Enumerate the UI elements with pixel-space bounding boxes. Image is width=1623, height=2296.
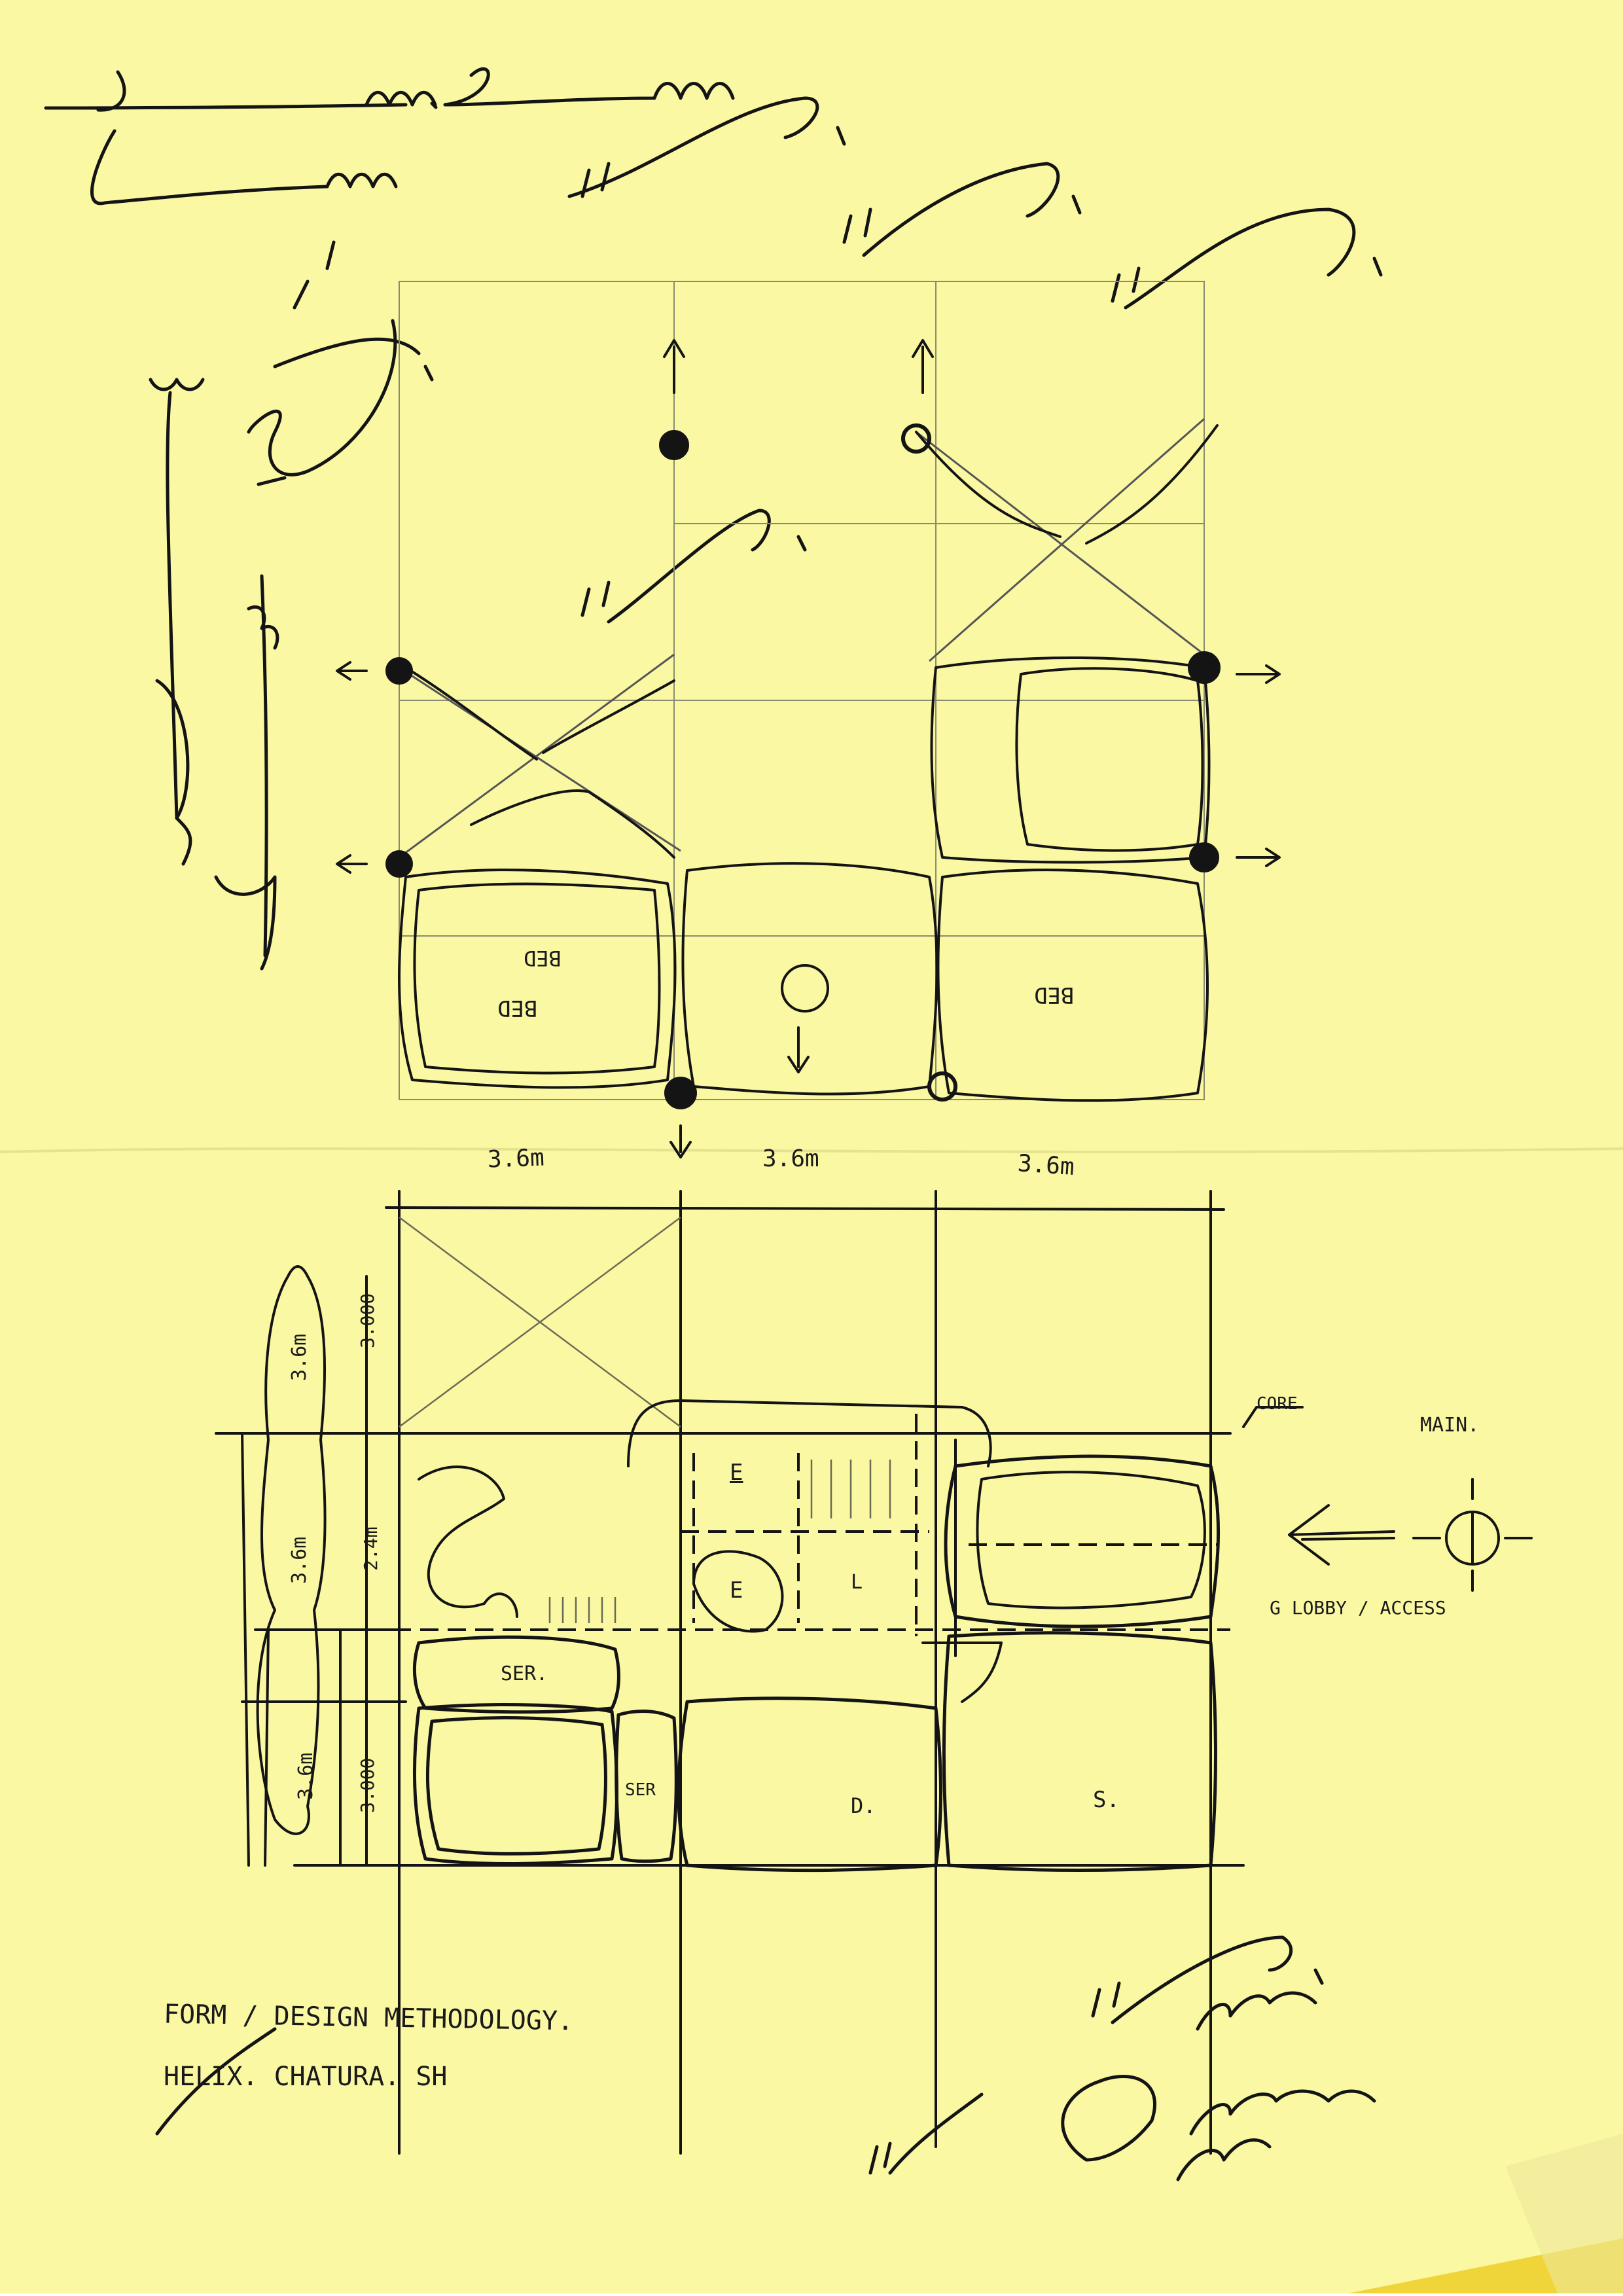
vert-dim-3: 3.6m (294, 1752, 317, 1800)
dim-label-2: 3.6m (762, 1145, 819, 1172)
vert-dim-6: 2.4m (360, 1526, 382, 1571)
room-label-e-mid: E (730, 1577, 743, 1604)
room-label-e-top: E (730, 1460, 743, 1486)
signature-scribbles-bottom (868, 1935, 1376, 2181)
upper-room-label-bed-3: BED (1034, 982, 1075, 1008)
paper-fold (0, 1147, 1623, 1153)
signature-scribbles-top (44, 67, 1383, 971)
upper-room-label-bed-2: BED (497, 995, 538, 1021)
room-label-l: L (851, 1571, 863, 1594)
room-label-ser: SER. (501, 1662, 548, 1685)
vert-dim-4: 3.000 (357, 1293, 378, 1348)
footer-line-2: HELIX. CHATURA. SH (164, 2062, 448, 2092)
room-label-core: CORE (1257, 1394, 1298, 1414)
main-entry-label: MAIN. (1420, 1414, 1480, 1437)
dim-label-3: 3.6m (1016, 1150, 1076, 1181)
vert-dim-1: 3.6m (288, 1333, 311, 1381)
vert-dim-5: 3.000 (357, 1757, 378, 1813)
tape-strip (1505, 2134, 1623, 2293)
room-label-ser-side: SER (625, 1780, 656, 1800)
room-label-s: S. (1093, 1787, 1120, 1813)
lobby-note: G LOBBY / ACCESS (1270, 1597, 1446, 1619)
room-label-d: D. (851, 1793, 876, 1818)
upper-room-label-bed-1: BED (524, 946, 562, 971)
footer-underline (155, 2027, 277, 2136)
vert-dim-2: 3.6m (288, 1536, 311, 1584)
upper-plan (336, 281, 1281, 2155)
dim-label-1: 3.6m (487, 1144, 545, 1174)
lower-plan (215, 1216, 1533, 1872)
